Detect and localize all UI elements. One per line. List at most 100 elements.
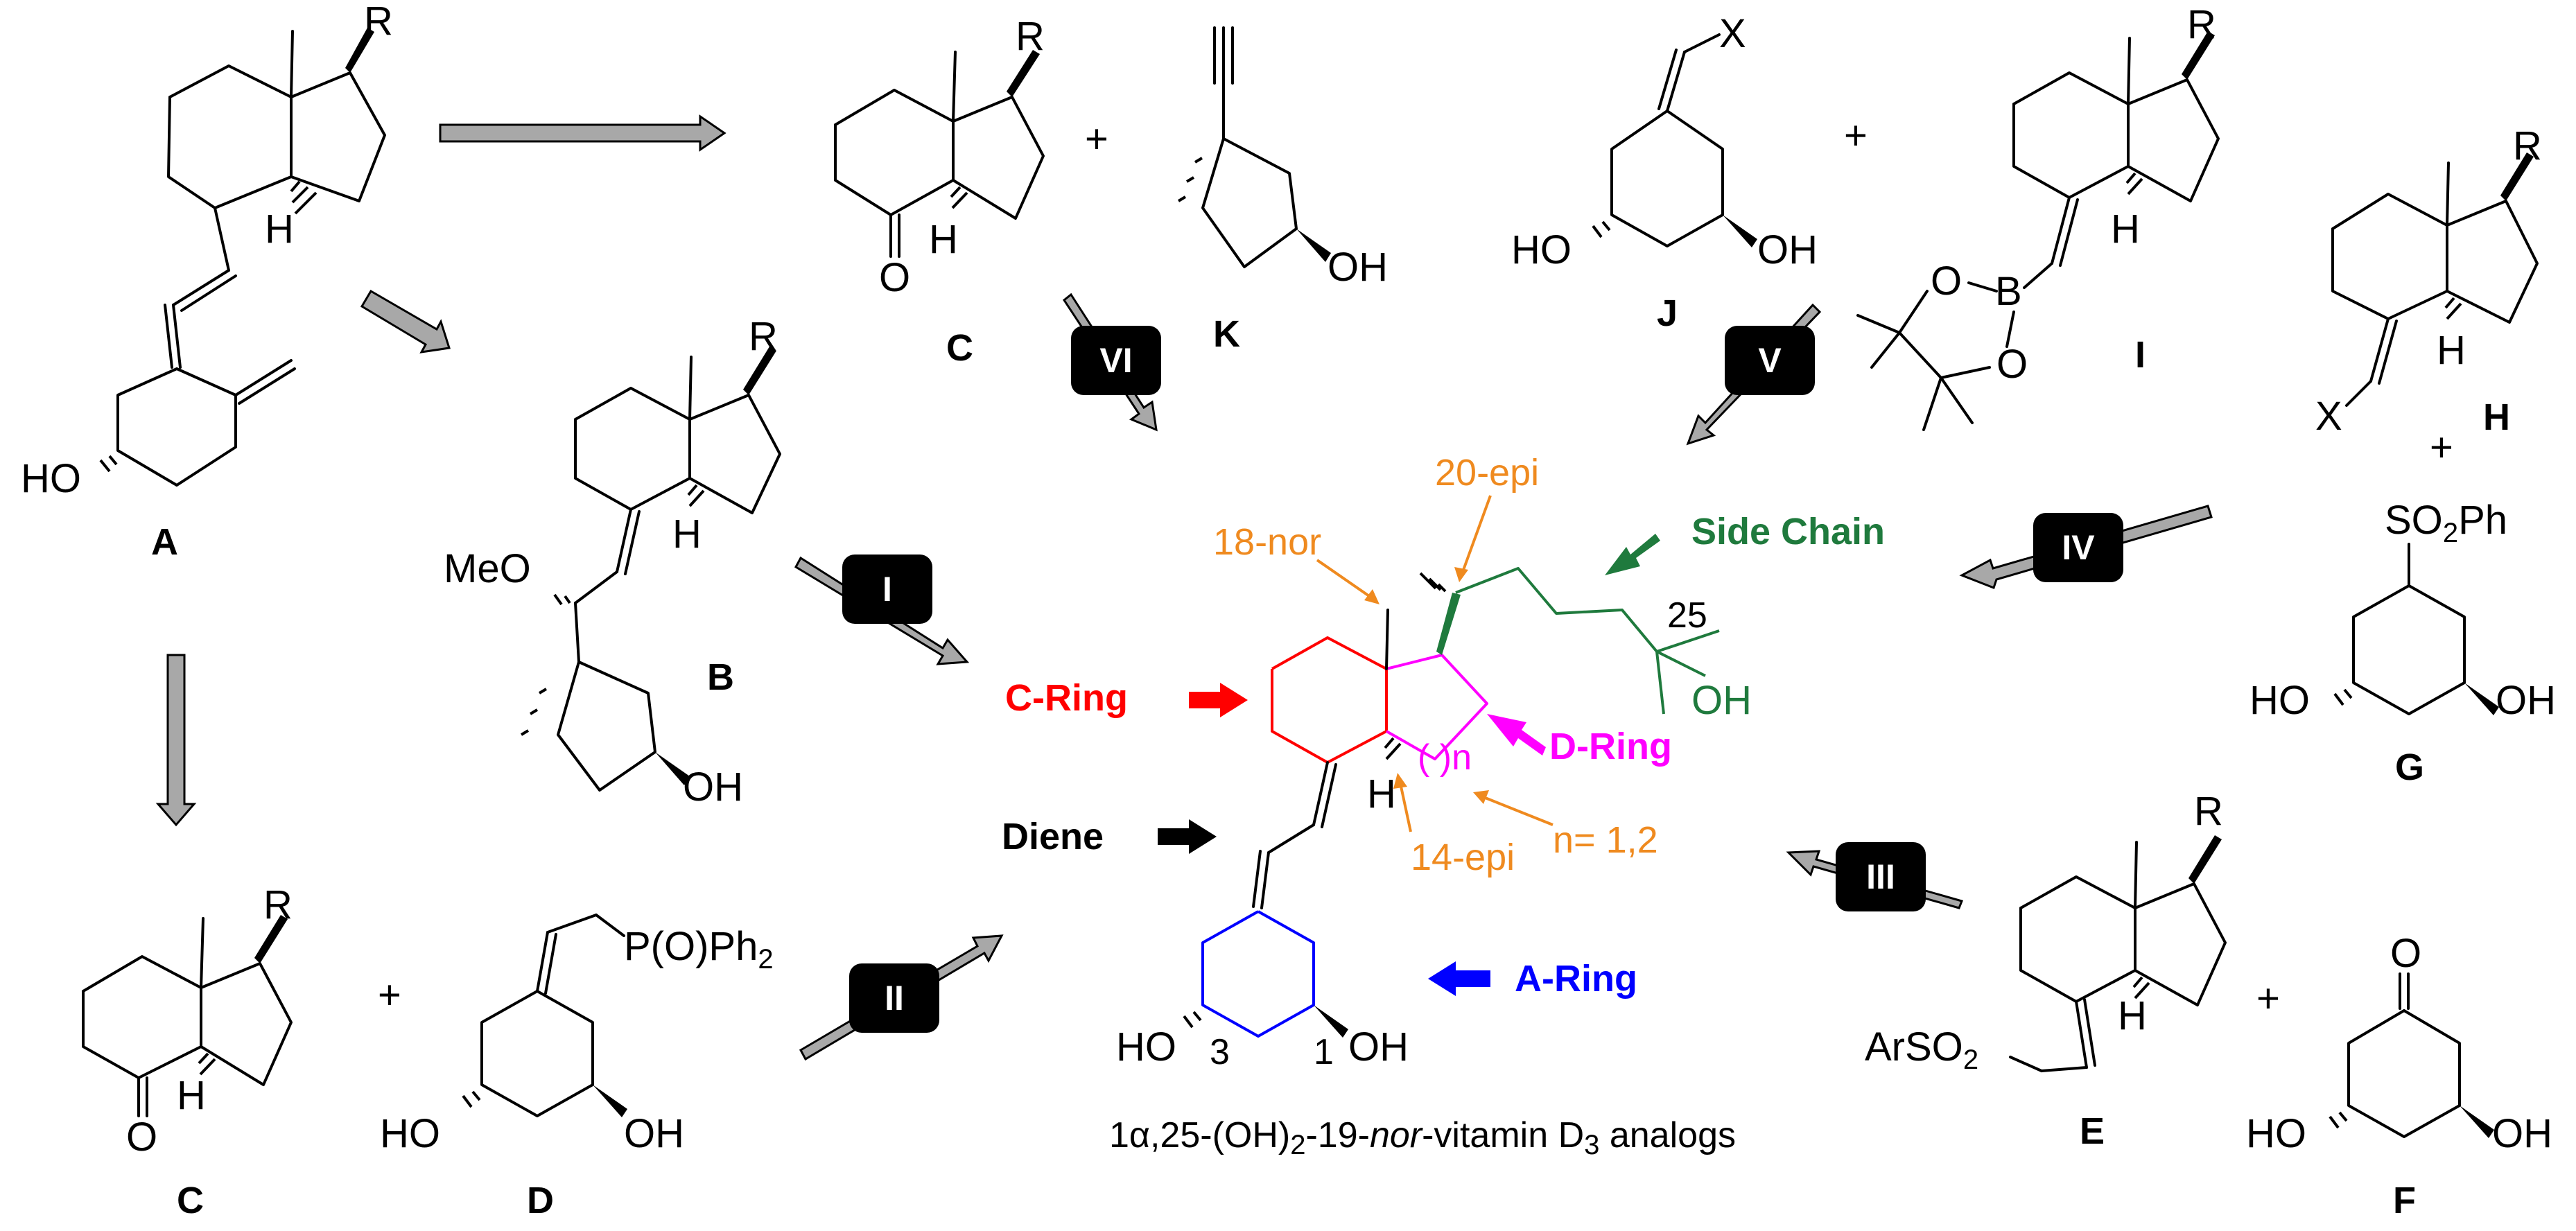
ho-label: HO (1116, 1024, 1176, 1070)
o-label: O (1996, 342, 2028, 387)
compound-label-K: K (1213, 313, 1240, 355)
sulfonyl-label: SO2Ph (2385, 498, 2507, 548)
diene-pointer (1158, 819, 1217, 854)
compound-label-F: F (2393, 1180, 2416, 1221)
plus-sign: + (1085, 116, 1108, 161)
retro-arrow-A-to-CD (155, 654, 197, 827)
c20-wedge (1436, 593, 1461, 655)
r-label: R (749, 314, 778, 359)
retro-arrow-A-to-CK (439, 114, 726, 152)
route-label-II: II (885, 979, 904, 1018)
r-label: R (1016, 14, 1045, 59)
h-label: H (929, 217, 958, 262)
d-ring (1386, 654, 1488, 760)
r-label: R (263, 882, 293, 927)
route-badge-III (1836, 842, 1926, 911)
oh-label: OH (2492, 1111, 2552, 1156)
oh-label: OH (2496, 678, 2556, 723)
diene-label: Diene (1002, 816, 1104, 857)
ho-label: HO (2246, 1111, 2306, 1156)
compound-E: R H ArSO2 E (1865, 789, 2227, 1152)
ho-label: HO (1511, 227, 1572, 272)
route-arrow-II: II (799, 934, 1004, 1061)
route-badge-IV (2033, 513, 2123, 582)
a-ring (1201, 910, 1315, 1038)
d-ring-pointer (1487, 714, 1546, 756)
route-badge-I (842, 555, 932, 624)
route-label-III: III (1866, 857, 1895, 896)
c1-label: 1 (1314, 1032, 1334, 1072)
route-badge-V (1725, 326, 1815, 395)
h-label: H (672, 512, 702, 557)
ring-size-label: ( )n (1418, 737, 1472, 778)
compound-label-G: G (2395, 747, 2424, 788)
oh-label: OH (624, 1111, 684, 1156)
compound-I: R H B O O I (1856, 2, 2220, 431)
compound-label-C: C (177, 1180, 204, 1221)
compound-C-bottom: R O H C (82, 882, 293, 1221)
route-arrow-V: V (1686, 303, 1822, 446)
route-arrow-VI: VI (1062, 293, 1161, 432)
ho-label: HO (2249, 678, 2310, 723)
boron-label: B (1995, 269, 2022, 314)
o-label: O (1931, 259, 1962, 304)
arylsulfonyl-label: ArSO2 (1865, 1024, 1978, 1075)
r-label: R (2187, 2, 2216, 47)
d-ring-label: D-Ring (1549, 726, 1672, 767)
x-label: X (2315, 394, 2342, 439)
n-range-note: n= 1,2 (1553, 819, 1658, 861)
route-label-VI: VI (1099, 341, 1132, 380)
c-ring-pointer (1189, 683, 1248, 717)
oh-label: OH (1328, 245, 1388, 290)
oh-label: OH (683, 765, 743, 810)
ho-label: HO (380, 1111, 440, 1156)
compound-A: H R HO A (21, 0, 393, 563)
route-arrow-III: III (1786, 842, 1964, 911)
oh-label: OH (1691, 678, 1752, 723)
r-label: R (2194, 789, 2223, 834)
route-label-IV: IV (2062, 528, 2095, 567)
side-chain-label: Side Chain (1691, 511, 1885, 552)
r-label: R (364, 0, 393, 44)
ho-label: HO (21, 456, 81, 501)
oh-label: OH (1757, 227, 1818, 272)
c25-label: 25 (1667, 595, 1707, 636)
compound-label-B: B (707, 656, 734, 698)
epi20-note: 20-epi (1435, 452, 1539, 494)
h-label: H (177, 1073, 206, 1118)
methoxy-label: MeO (444, 546, 531, 591)
a-ring-label: A-Ring (1515, 958, 1637, 999)
compound-D: P(O)Ph2 HO OH D (380, 914, 774, 1221)
compound-B: R H MeO OH B (444, 314, 781, 810)
h-label: H (1367, 771, 1396, 817)
compound-K: OH K (1177, 26, 1388, 355)
x-label: X (1719, 11, 1746, 56)
retro-arrow-A-to-B (360, 289, 451, 353)
compound-G: SO2Ph HO OH G (2249, 498, 2556, 788)
compound-label-H: H (2483, 396, 2510, 438)
compound-H: R H X H + (2315, 123, 2542, 470)
oh-label: OH (1348, 1024, 1409, 1070)
compound-C-top: R O H C (834, 14, 1045, 369)
route-badge-II (849, 963, 939, 1033)
c-ring (1271, 636, 1388, 764)
plus-sign: + (1844, 113, 1868, 158)
route-arrow-I: I (794, 555, 970, 665)
compound-F: O HO OH F (2246, 931, 2552, 1221)
plus-sign: + (2430, 425, 2453, 470)
h-label: H (2118, 993, 2147, 1038)
route-label-I: I (882, 570, 892, 609)
side-chain-pointer (1605, 534, 1660, 575)
phosphine-oxide-label: P(O)Ph2 (624, 924, 774, 975)
epi14-note: 14-epi (1411, 837, 1515, 878)
compound-label-I: I (2135, 334, 2146, 376)
c3-label: 3 (1210, 1032, 1230, 1072)
plus-sign: + (2256, 976, 2280, 1021)
compound-label-A: A (151, 521, 178, 563)
route-badge-VI (1071, 326, 1161, 395)
a-ring-pointer (1428, 961, 1490, 996)
feature-annotations: C-Ring D-Ring A-Ring Side Chain Diene 18… (1002, 452, 1885, 1160)
o-label: O (126, 1115, 157, 1160)
target-molecule: H ( )n 25 OH HO OH 3 1 (1116, 567, 1752, 1072)
